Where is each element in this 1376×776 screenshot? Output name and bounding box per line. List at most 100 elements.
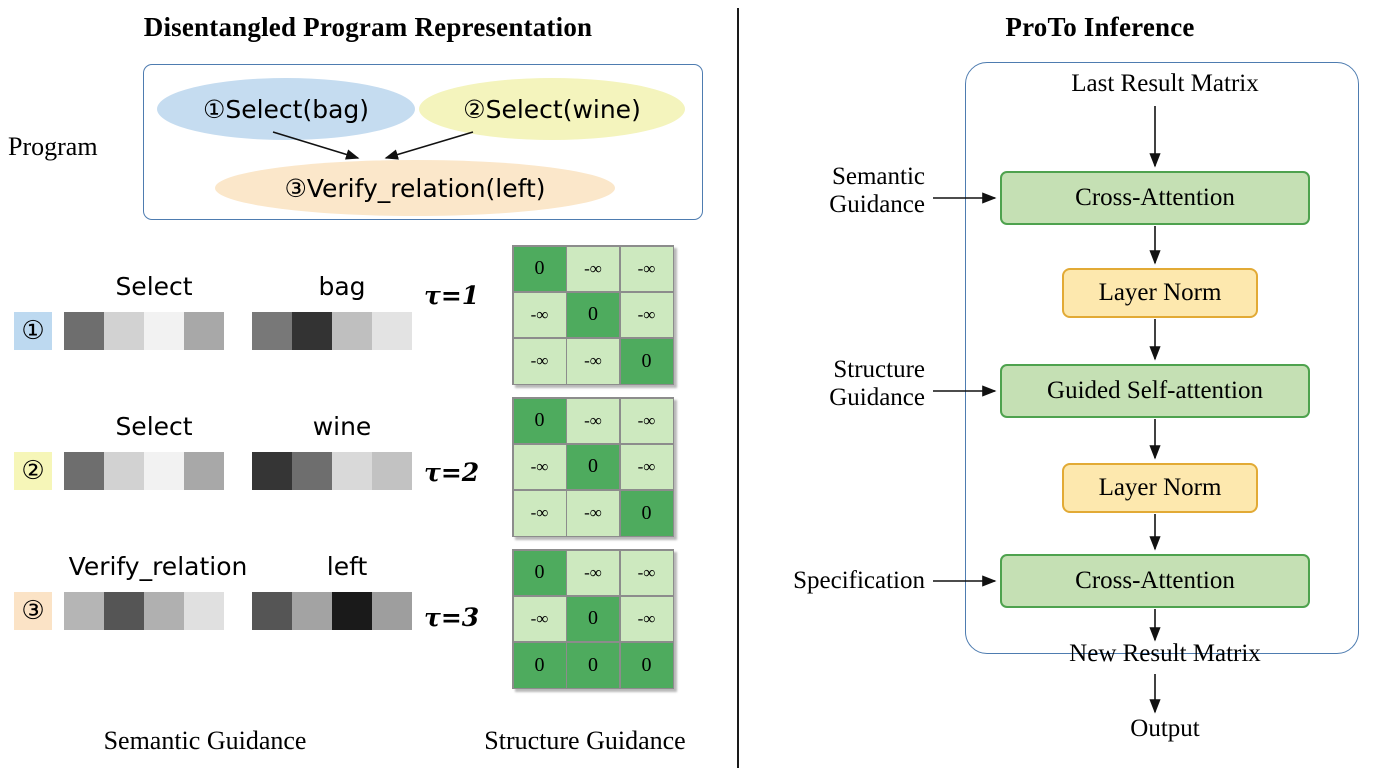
block-layer-norm-2: Layer Norm bbox=[1062, 463, 1258, 513]
side-input-line2: Guidance bbox=[829, 384, 925, 411]
matrix-cell-zero: 0 bbox=[620, 642, 673, 688]
side-input-semantic-guidance: Semantic Guidance bbox=[740, 163, 925, 219]
semantic-function-label: Verify_relation bbox=[68, 552, 248, 581]
matrix-cell-neginf: -∞ bbox=[513, 292, 566, 338]
block-cross-attention-2: Cross-Attention bbox=[1000, 554, 1310, 608]
semantic-bar-cell bbox=[292, 312, 332, 350]
semantic-bar-cell bbox=[252, 592, 292, 630]
left-panel-title: Disentangled Program Representation bbox=[143, 12, 593, 42]
semantic-argument-bar bbox=[252, 312, 412, 350]
program-node-1: ①Select(bag) bbox=[157, 78, 415, 140]
matrix-cell-neginf: -∞ bbox=[513, 490, 566, 536]
semantic-row: ② Select wine bbox=[0, 412, 470, 522]
side-input-line1: Specification bbox=[793, 567, 925, 594]
matrix-cell-zero: 0 bbox=[513, 246, 566, 292]
semantic-argument-label: bag bbox=[318, 272, 366, 301]
matrix-cell-neginf: -∞ bbox=[620, 246, 673, 292]
semantic-bar-cell bbox=[104, 452, 144, 490]
semantic-argument-label: left bbox=[326, 552, 368, 581]
semantic-row-index: ③ bbox=[14, 592, 52, 630]
semantic-row-index: ① bbox=[14, 312, 52, 350]
tau-label: τ=3 bbox=[424, 603, 480, 632]
semantic-bar-cell bbox=[64, 312, 104, 350]
semantic-bar-cell bbox=[372, 592, 412, 630]
structure-guidance-caption: Structure Guidance bbox=[484, 726, 686, 755]
structure-matrix: 0-∞-∞-∞0-∞-∞-∞0 bbox=[512, 397, 674, 537]
semantic-bar-cell bbox=[332, 592, 372, 630]
side-input-line2: Guidance bbox=[829, 191, 925, 218]
semantic-bar-cell bbox=[144, 452, 184, 490]
matrix-cell-zero: 0 bbox=[567, 642, 619, 688]
semantic-row-index: ② bbox=[14, 452, 52, 490]
side-input-line1: Semantic bbox=[831, 163, 925, 190]
matrix-cell-neginf: -∞ bbox=[567, 338, 619, 384]
semantic-bar-cell bbox=[64, 592, 104, 630]
semantic-argument-bar bbox=[252, 452, 412, 490]
output-label: Output bbox=[1130, 715, 1200, 742]
semantic-bar-cell bbox=[184, 592, 224, 630]
matrix-cell-neginf: -∞ bbox=[620, 550, 673, 596]
semantic-function-bar bbox=[64, 592, 224, 630]
side-input-structure-guidance: Structure Guidance bbox=[740, 356, 925, 412]
semantic-bar-cell bbox=[292, 592, 332, 630]
semantic-bar-cell bbox=[184, 312, 224, 350]
matrix-cell-neginf: -∞ bbox=[513, 338, 566, 384]
semantic-bar-cell bbox=[252, 312, 292, 350]
matrix-cell-neginf: -∞ bbox=[567, 490, 619, 536]
semantic-argument-label: wine bbox=[312, 412, 372, 441]
matrix-cell-neginf: -∞ bbox=[513, 596, 566, 642]
semantic-bar-cell bbox=[144, 312, 184, 350]
new-result-matrix-label: New Result Matrix bbox=[1069, 640, 1261, 667]
semantic-bar-cell bbox=[144, 592, 184, 630]
matrix-cell-zero: 0 bbox=[513, 642, 566, 688]
program-node-2: ②Select(wine) bbox=[419, 78, 685, 140]
last-result-matrix-label: Last Result Matrix bbox=[1071, 70, 1259, 97]
semantic-function-label: Select bbox=[115, 272, 193, 301]
matrix-cell-zero: 0 bbox=[567, 444, 619, 490]
tau-label: τ=1 bbox=[424, 281, 480, 310]
side-input-line1: Structure bbox=[833, 356, 925, 383]
block-layer-norm-1: Layer Norm bbox=[1062, 268, 1258, 318]
matrix-cell-neginf: -∞ bbox=[620, 398, 673, 444]
semantic-bar-cell bbox=[332, 452, 372, 490]
semantic-bar-cell bbox=[372, 452, 412, 490]
block-cross-attention-1: Cross-Attention bbox=[1000, 171, 1310, 225]
semantic-guidance-caption: Semantic Guidance bbox=[103, 726, 307, 755]
semantic-bar-cell bbox=[64, 452, 104, 490]
matrix-cell-zero: 0 bbox=[513, 398, 566, 444]
semantic-bar-cell bbox=[252, 452, 292, 490]
matrix-cell-zero: 0 bbox=[620, 338, 673, 384]
program-label: Program bbox=[8, 132, 98, 161]
matrix-cell-neginf: -∞ bbox=[620, 596, 673, 642]
semantic-function-label: Select bbox=[115, 412, 193, 441]
matrix-cell-zero: 0 bbox=[567, 292, 619, 338]
matrix-cell-neginf: -∞ bbox=[567, 246, 619, 292]
matrix-cell-neginf: -∞ bbox=[567, 550, 619, 596]
semantic-row: ① Select bag bbox=[0, 272, 470, 382]
matrix-cell-neginf: -∞ bbox=[513, 444, 566, 490]
matrix-cell-zero: 0 bbox=[513, 550, 566, 596]
semantic-bar-cell bbox=[104, 592, 144, 630]
matrix-cell-neginf: -∞ bbox=[620, 292, 673, 338]
semantic-argument-bar bbox=[252, 592, 412, 630]
panel-divider bbox=[737, 8, 739, 768]
semantic-row: ③ Verify_relation left bbox=[0, 552, 470, 662]
matrix-cell-neginf: -∞ bbox=[620, 444, 673, 490]
program-node-3: ③Verify_relation(left) bbox=[215, 160, 615, 216]
semantic-bar-cell bbox=[104, 312, 144, 350]
matrix-cell-zero: 0 bbox=[567, 596, 619, 642]
semantic-bar-cell bbox=[184, 452, 224, 490]
semantic-bar-cell bbox=[332, 312, 372, 350]
semantic-bar-cell bbox=[372, 312, 412, 350]
tau-label: τ=2 bbox=[424, 458, 480, 487]
structure-matrix: 0-∞-∞-∞0-∞-∞-∞0 bbox=[512, 245, 674, 385]
matrix-cell-neginf: -∞ bbox=[567, 398, 619, 444]
semantic-function-bar bbox=[64, 452, 224, 490]
block-guided-self-attention: Guided Self-attention bbox=[1000, 364, 1310, 418]
side-input-specification: Specification bbox=[740, 567, 925, 595]
semantic-function-bar bbox=[64, 312, 224, 350]
right-panel-title: ProTo Inference bbox=[1005, 12, 1195, 42]
semantic-bar-cell bbox=[292, 452, 332, 490]
